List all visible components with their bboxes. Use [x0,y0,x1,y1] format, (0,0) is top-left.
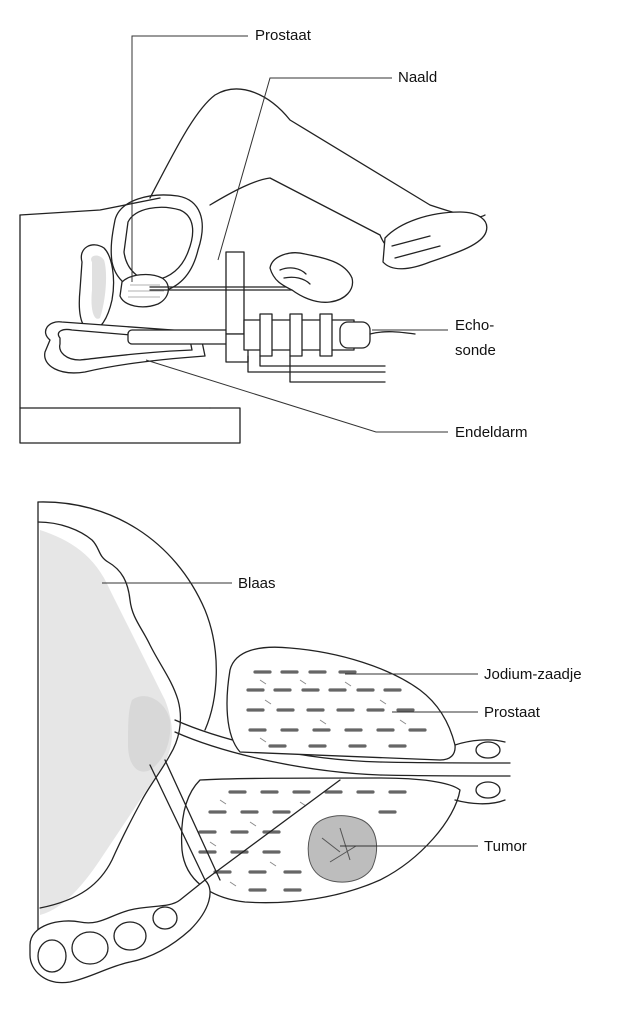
top-leader-lines [131,35,448,433]
urethra-exit-structures [454,739,506,805]
ultrasound-probe-shaft [127,329,239,345]
tumor [307,815,378,883]
patient-thigh [149,88,486,218]
prostate-tissue-hatching-lower [209,799,307,887]
bottom-anatomy-illustration [29,501,511,984]
label-iodine-seed: Jodium-zaadje [484,666,582,683]
patient-foot [382,211,488,270]
patient-leg-underside [209,177,406,254]
prostate-tissue-hatching-upper [259,679,407,743]
bladder-wall-outer [37,501,217,731]
bladder-wall-inner [37,521,182,909]
iodine-seeds-upper [246,670,427,748]
bladder-outline [110,194,203,294]
bladder-interior [40,530,172,915]
label-probe-line1: Echo- [455,317,494,334]
treatment-table [19,214,241,444]
rectum-inner [57,328,193,361]
label-prostate-bottom: Prostaat [484,704,541,721]
needle-template [225,251,245,335]
top-anatomy-illustration [19,88,488,444]
label-probe-line2: sonde [455,342,496,359]
urethra-lower [174,731,511,777]
label-needle: Naald [398,69,437,86]
bottom-leader-lines [102,582,478,847]
prostate-upper-lobe [226,646,456,761]
label-rectum: Endeldarm [455,424,528,441]
operator-hand [269,252,354,303]
label-bladder: Blaas [238,575,276,592]
patient-foot-sole [391,235,441,259]
label-prostate-top: Prostaat [255,27,312,44]
probe-stepper [243,313,416,383]
urethra-upper [174,719,511,764]
iodine-seeds-lower [198,790,407,892]
bladder-inner-wall [123,206,194,281]
patient-body-outline [19,197,211,409]
label-tumor: Tumor [484,838,527,855]
